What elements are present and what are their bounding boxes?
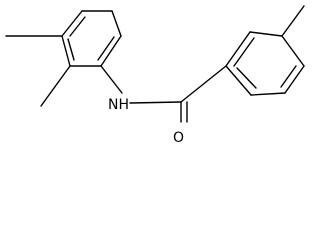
methyl-bond-right xyxy=(281,5,305,37)
bond-ring1-double-3 xyxy=(67,38,75,61)
bond-ring2-double-2 xyxy=(280,65,297,88)
bond-nitrogen-to-carbonyl xyxy=(129,101,182,104)
methyl-bond-bottom xyxy=(40,65,71,107)
methylphenyl-ring xyxy=(225,31,305,96)
bond-ring1-double-2 xyxy=(97,36,115,61)
structure-canvas: NH O xyxy=(5,5,305,146)
bond-ring1-f xyxy=(61,35,71,67)
bond-ring2-c xyxy=(281,35,305,67)
chemical-structure: NH O xyxy=(5,5,305,146)
bond-ring2-double-1 xyxy=(233,37,255,67)
nitrogen-label: NH xyxy=(108,97,129,113)
bond-ring2-e xyxy=(250,92,286,96)
bond-ring2-f xyxy=(225,65,252,96)
oxygen-label: O xyxy=(173,130,184,146)
bond-ring1-a xyxy=(61,10,83,37)
dimethylphenyl-ring xyxy=(61,10,122,67)
bond-ring1-to-nitrogen xyxy=(100,65,123,94)
bond-ring1-double-1 xyxy=(69,16,86,37)
bond-ring2-a xyxy=(225,31,251,67)
bond-ring2-d xyxy=(284,65,305,94)
bond-ring1-d xyxy=(100,35,122,67)
bond-ring2-double-3 xyxy=(236,67,257,89)
bond-ring2-b xyxy=(249,31,283,37)
bond-carbonyl-to-ch2 xyxy=(180,65,227,103)
bond-ring1-c xyxy=(111,10,122,37)
